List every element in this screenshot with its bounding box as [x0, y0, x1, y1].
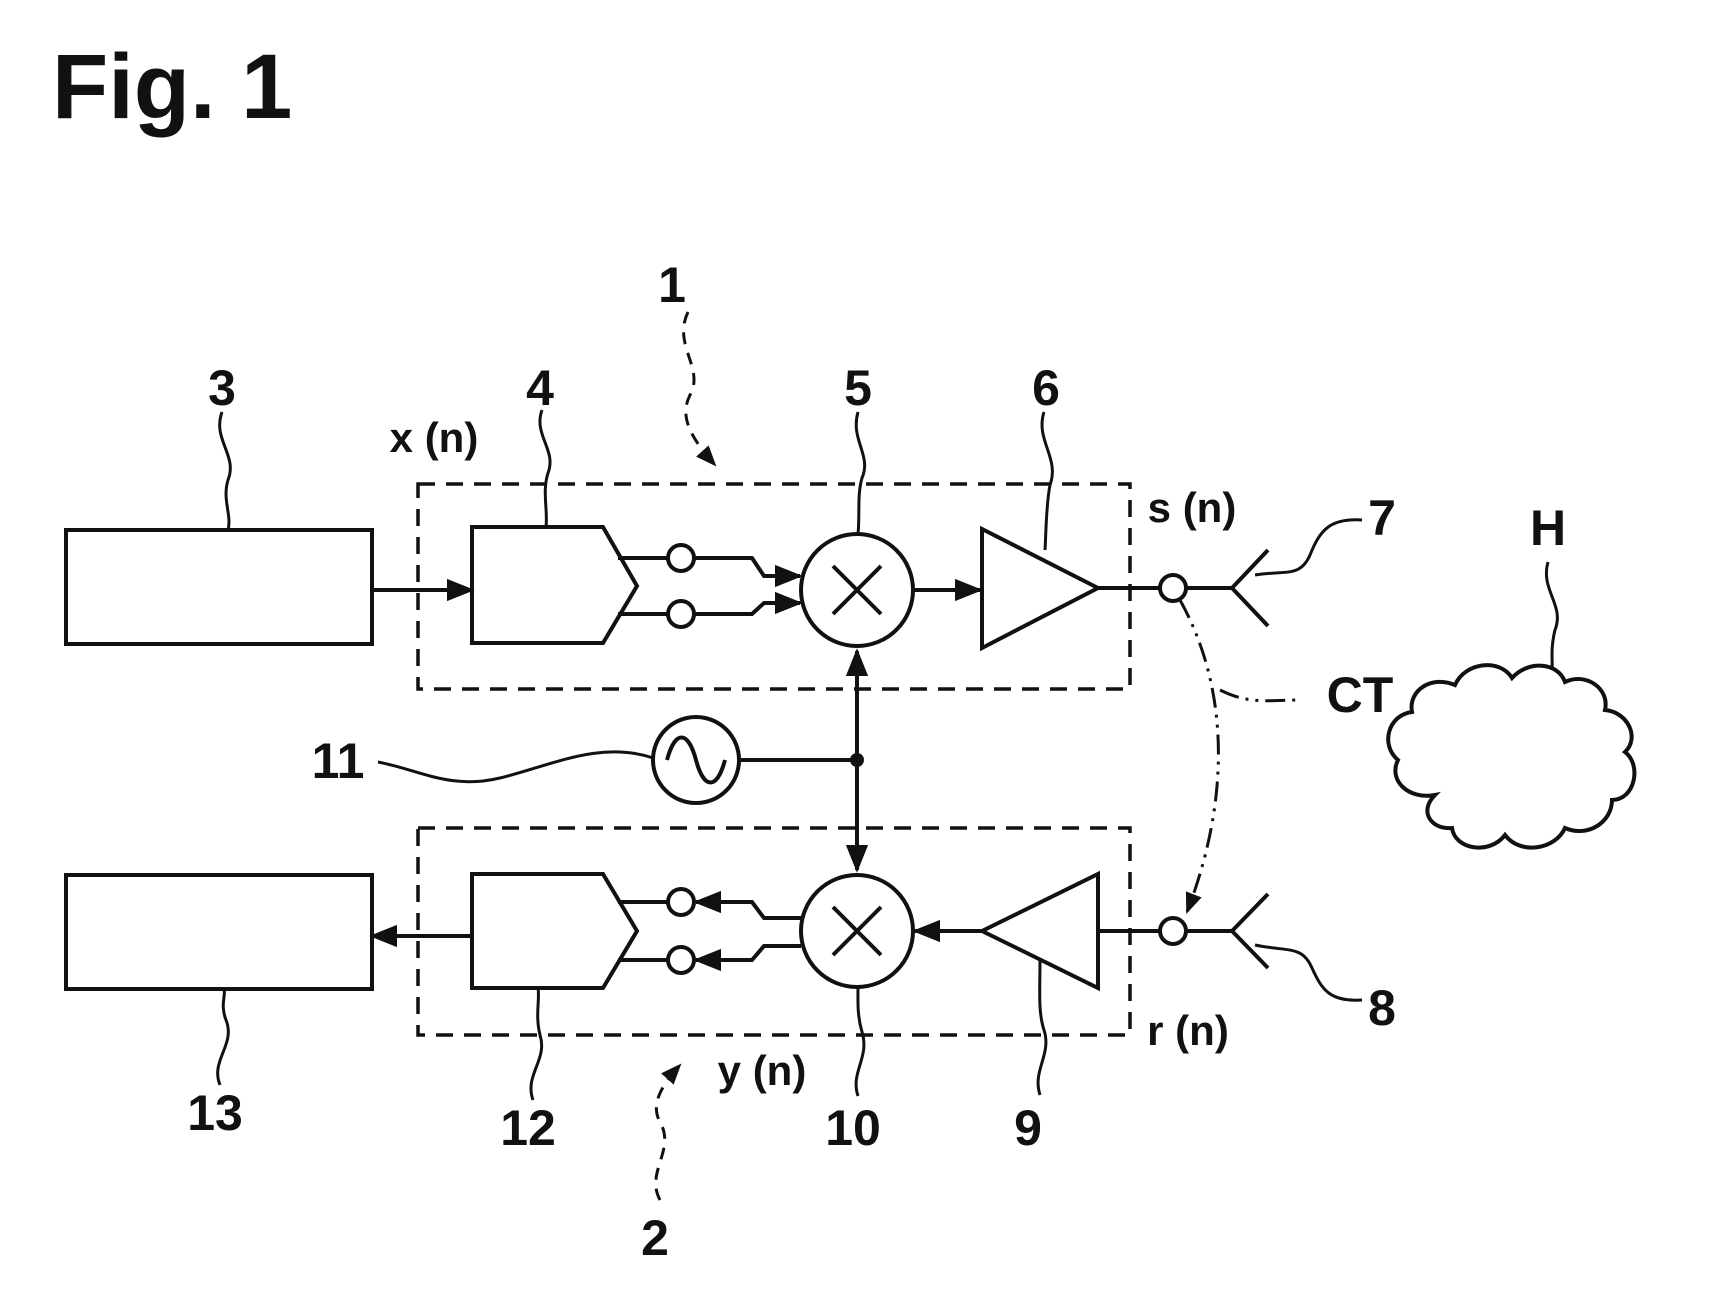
leader-10 [854, 986, 866, 1097]
crosstalk-path [1178, 599, 1220, 914]
signal-y-label: y (n) [718, 1047, 807, 1094]
label-module-tx: 1 [658, 257, 686, 313]
label-mixer-tx: 5 [844, 360, 872, 416]
multiply-icon [831, 905, 883, 957]
label-sink: 13 [187, 1085, 243, 1141]
terminal-rx-q [666, 945, 696, 975]
leader-5 [854, 411, 867, 535]
mixer-in-i [694, 556, 803, 588]
terminal-rx-i [666, 887, 696, 917]
leader-7 [1254, 518, 1363, 577]
amplifier-tx [980, 525, 1103, 652]
label-amp-tx: 6 [1032, 360, 1060, 416]
label-amp-rx: 9 [1014, 1100, 1042, 1156]
leader-6 [1040, 411, 1054, 551]
mixer-out-q [693, 944, 801, 972]
leader-h [1545, 561, 1559, 671]
node-rx [1158, 916, 1188, 946]
label-dac: 4 [526, 360, 554, 416]
signal-r-label: r (n) [1147, 1007, 1229, 1054]
sine-wave-icon [665, 735, 727, 785]
signal-s-label: s (n) [1148, 484, 1237, 531]
leader-13 [216, 988, 230, 1086]
label-adc: 12 [500, 1100, 556, 1156]
dac-block [470, 525, 640, 645]
crosstalk-leader [1219, 688, 1301, 703]
label-oscillator: 11 [312, 733, 365, 789]
terminal-tx-q [666, 599, 696, 629]
label-mixer-rx: 10 [825, 1100, 881, 1156]
cloud-environment [1386, 663, 1637, 850]
leader-1 [682, 311, 717, 467]
mixer-in-q [694, 591, 803, 616]
figure-title: Fig. 1 [52, 36, 292, 138]
leader-11 [377, 750, 654, 784]
node-tx [1158, 573, 1188, 603]
multiply-icon [831, 564, 883, 616]
leader-12 [529, 987, 544, 1101]
label-crosstalk: CT [1327, 667, 1394, 723]
signal-source-block [64, 528, 374, 646]
leader-3 [218, 411, 232, 531]
adc-block [470, 872, 640, 990]
leader-2 [654, 1063, 682, 1201]
signal-sink-block [64, 873, 374, 991]
label-module-rx: 2 [641, 1210, 669, 1266]
signal-x-label: x (n) [390, 414, 479, 461]
terminal-tx-i [666, 543, 696, 573]
leader-4 [538, 409, 552, 528]
label-source: 3 [208, 360, 236, 416]
leader-8 [1254, 943, 1363, 1002]
antenna-rx-icon [1230, 892, 1270, 970]
label-antenna-tx: 7 [1368, 490, 1396, 546]
antenna-tx-icon [1230, 548, 1270, 628]
leader-9 [1036, 959, 1048, 1096]
label-environment: H [1530, 500, 1566, 556]
mixer-out-i [693, 890, 801, 920]
label-antenna-rx: 8 [1368, 980, 1396, 1036]
